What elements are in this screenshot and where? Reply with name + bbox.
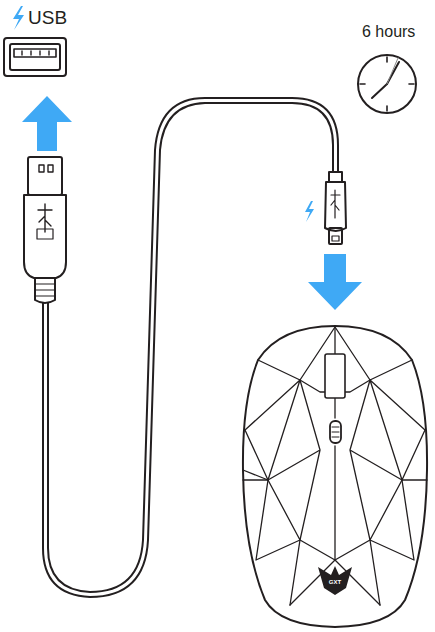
power-bolt [13,6,24,30]
plug-in-arrow [22,96,72,151]
charge-time: 6 hours [362,24,415,40]
logo-text: GXT [329,579,341,585]
logo [318,566,352,595]
usb-plug [24,157,66,303]
mini-usb-plug [325,172,346,244]
power-bolt [305,201,314,222]
port-label: USB [28,8,67,27]
plug-in-arrow [308,254,362,310]
usb-cable [43,103,333,597]
usb-port [4,38,66,76]
clock-icon [358,55,416,113]
mouse [243,326,427,627]
usb-cable [48,98,338,592]
